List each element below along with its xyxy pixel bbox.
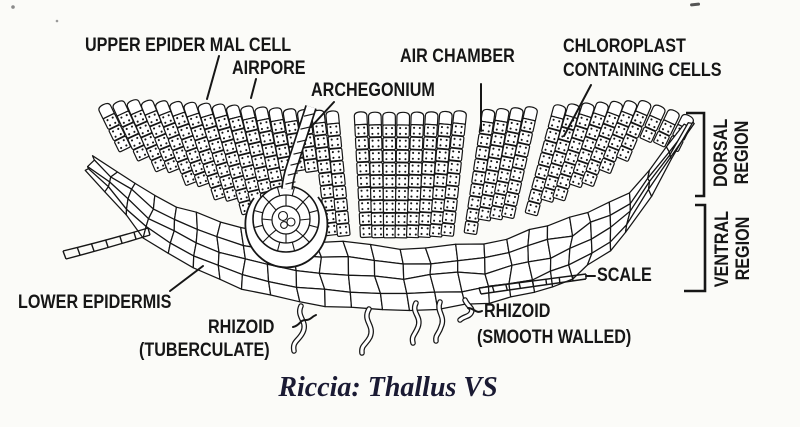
label-rhizoid-smooth-line1: RHIZOID: [484, 301, 551, 322]
label-chloroplast-line1: CHLOROPLAST: [563, 36, 686, 57]
label-chloroplast-line2: CONTAINING CELLS: [563, 60, 722, 81]
label-rhizoid-tuberculate-line2: (TUBERCULATE): [139, 340, 270, 361]
label-rhizoid-tuberculate-line1: RHIZOID: [208, 317, 275, 338]
label-ventral-region: VENTRAL REGION: [712, 193, 754, 305]
label-scale: SCALE: [597, 265, 652, 286]
label-dorsal-region-line2: REGION: [732, 121, 753, 185]
figure-title: Riccia: Thallus VS: [278, 372, 498, 403]
label-archegonium: ARCHEGONIUM: [311, 80, 435, 101]
label-ventral-region-line1: VENTRAL: [712, 210, 733, 288]
label-upper-epidermal-cell: UPPER EPIDER MAL CELL: [85, 35, 292, 56]
label-ventral-region-line2: REGION: [733, 217, 754, 281]
label-airpore: AIRPORE: [232, 58, 306, 79]
label-dorsal-region-line1: DORSAL: [711, 118, 732, 188]
label-lower-epidermis: LOWER EPIDERMIS: [18, 292, 172, 313]
label-air-chamber: AIR CHAMBER: [400, 46, 515, 67]
label-rhizoid-smooth-line2: (SMOOTH WALLED): [477, 327, 632, 348]
